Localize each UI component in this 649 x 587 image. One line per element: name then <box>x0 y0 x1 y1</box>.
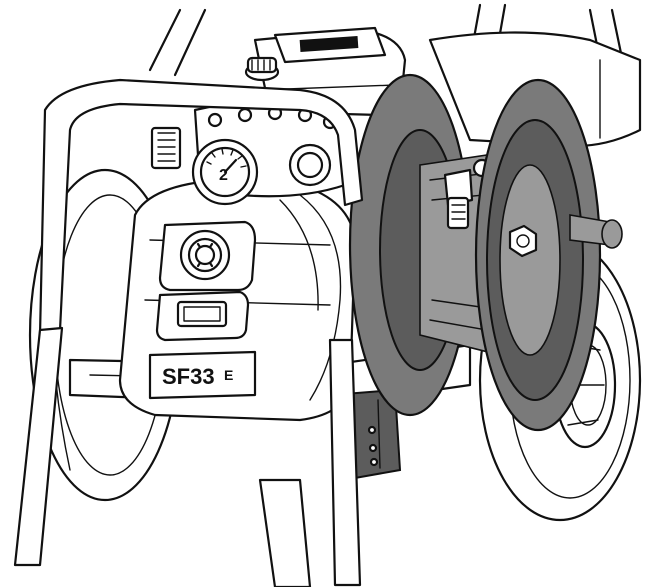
frame-back <box>148 3 624 77</box>
power-switch[interactable] <box>176 300 228 328</box>
brand-label <box>299 35 359 53</box>
pressure-knob[interactable] <box>194 244 216 266</box>
svg-text:2: 2 <box>219 167 228 184</box>
inlet-connector <box>150 126 182 170</box>
hose-reel-front-flange <box>474 78 602 432</box>
power-switch-rocker <box>183 306 221 322</box>
frame-front <box>13 78 364 587</box>
crank-handle[interactable] <box>569 214 623 249</box>
model-plate: SF33 E <box>148 350 257 400</box>
model-label: SF33 <box>162 364 215 389</box>
outlet-fitting <box>288 143 332 187</box>
oil-cap <box>244 56 280 82</box>
hose-swivel <box>443 158 492 230</box>
model-suffix: E <box>224 367 233 383</box>
pressure-gauge: 2 <box>191 138 259 206</box>
